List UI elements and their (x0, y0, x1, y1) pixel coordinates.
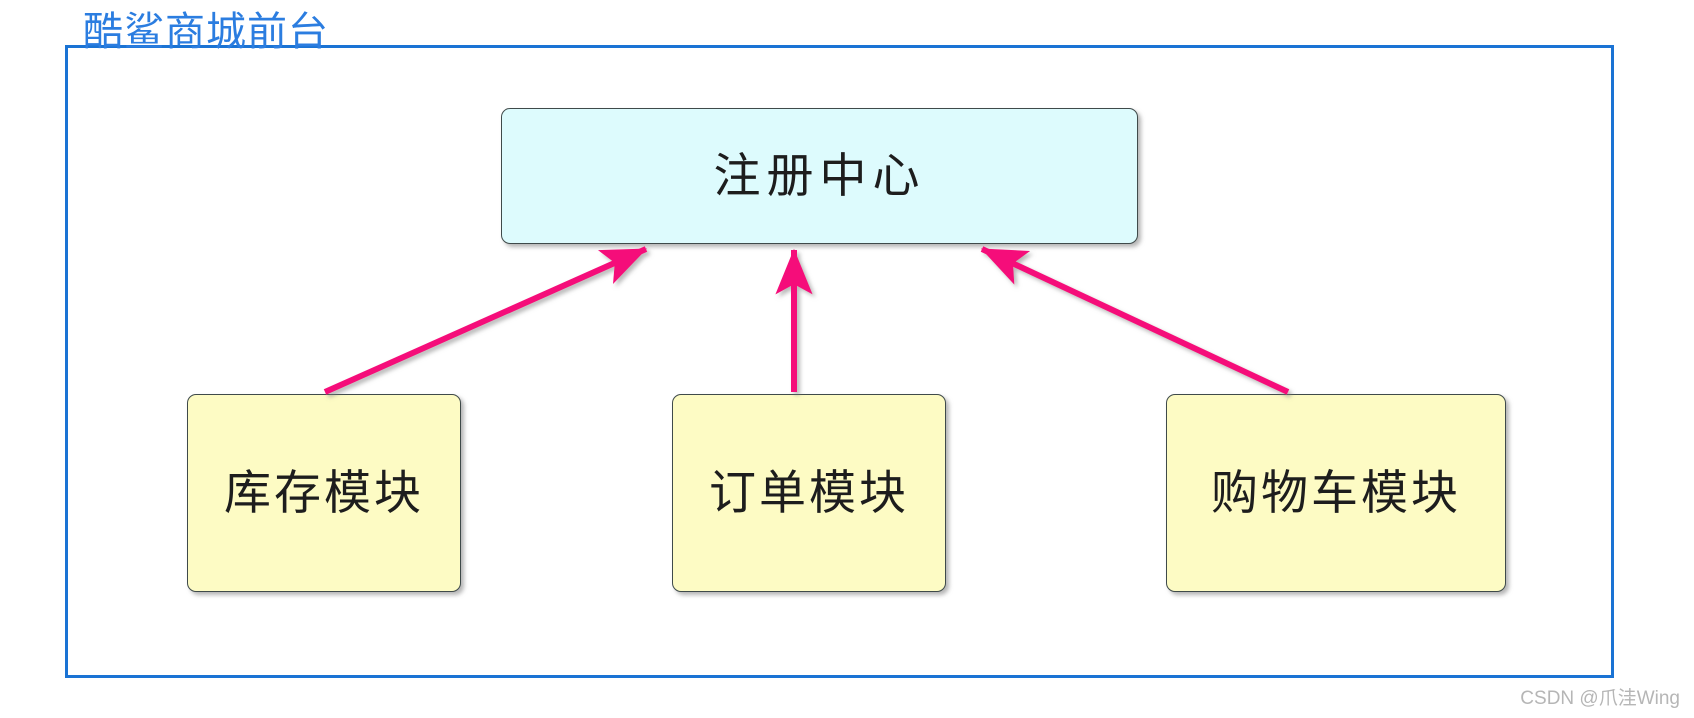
node-cart-label: 购物车模块 (1211, 465, 1461, 521)
node-registry[interactable]: 注册中心 (501, 108, 1138, 244)
node-inventory[interactable]: 库存模块 (187, 394, 461, 592)
frontend-boundary-frame (65, 45, 1614, 678)
node-inventory-label: 库存模块 (224, 465, 424, 521)
csdn-watermark: CSDN @爪洼Wing (1520, 688, 1680, 709)
node-order[interactable]: 订单模块 (672, 394, 946, 592)
frame-title-label: 酷鲨商城前台 (83, 9, 329, 55)
node-registry-label: 注册中心 (713, 148, 926, 204)
node-order-label: 订单模块 (709, 465, 909, 521)
node-cart[interactable]: 购物车模块 (1166, 394, 1506, 592)
